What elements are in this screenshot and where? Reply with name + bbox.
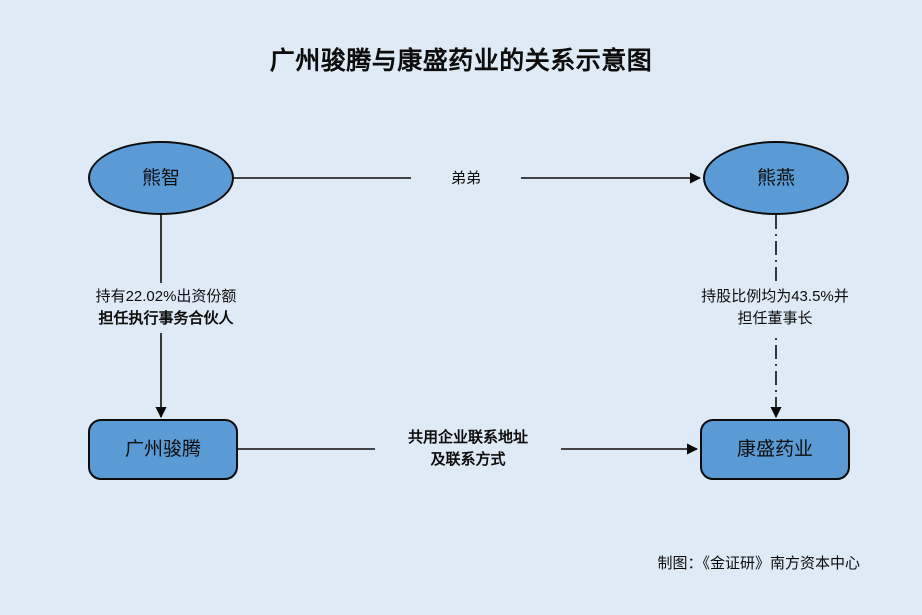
- edge-label-shared-line1: 共用企业联系地址: [407, 429, 528, 446]
- node-xiongzhi[interactable]: 熊智: [88, 141, 234, 215]
- edge-label-right-stake: 持股比例均为43.5%并 担任董事长: [655, 283, 895, 333]
- figure-credit: 制图：《金证研》南方资本中心: [657, 555, 860, 572]
- node-kangsheng-label: 康盛药业: [736, 439, 813, 460]
- edge-label-right-stake-line1: 持股比例均为43.5%并: [701, 288, 849, 305]
- edge-label-left-stake-line2: 担任执行事务合伙人: [98, 309, 234, 327]
- node-xiongyan[interactable]: 熊燕: [703, 141, 849, 215]
- edge-label-shared-line2: 及联系方式: [430, 450, 506, 468]
- page-title: 广州骏腾与康盛药业的关系示意图: [269, 47, 653, 75]
- edge-label-shared-contact: 共用企业联系地址 及联系方式: [375, 425, 561, 473]
- node-xiongyan-label: 熊燕: [756, 167, 795, 189]
- node-kangsheng-pharma[interactable]: 康盛药业: [700, 419, 850, 480]
- edge-label-left-stake-line1: 持有22.02%出资份额: [95, 288, 237, 305]
- edge-label-left-stake: 持有22.02%出资份额 担任执行事务合伙人: [52, 283, 280, 333]
- node-junteng-label: 广州骏腾: [124, 439, 201, 460]
- edge-label-didi: 弟弟: [411, 166, 521, 192]
- edge-label-right-stake-line2: 担任董事长: [737, 309, 813, 327]
- node-xiongzhi-label: 熊智: [141, 167, 180, 189]
- node-guangzhou-junteng[interactable]: 广州骏腾: [88, 419, 238, 480]
